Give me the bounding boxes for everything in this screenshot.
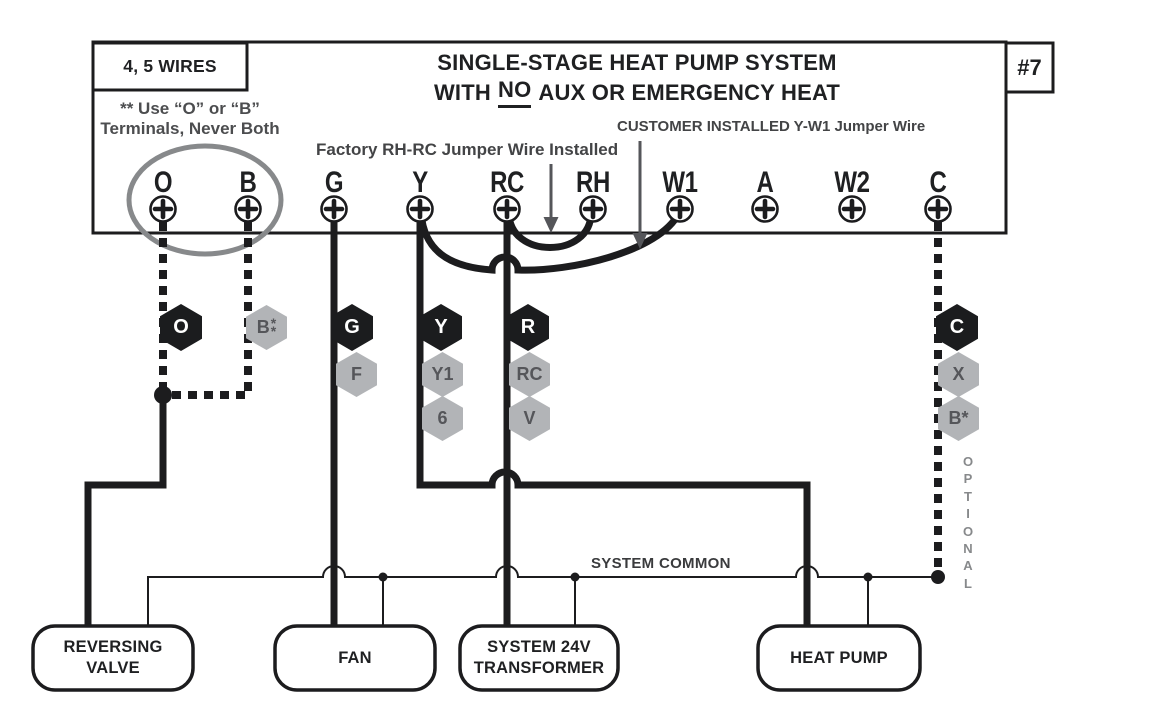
wire-ob-to-reversing-valve xyxy=(84,395,167,645)
terminal-label-o: O xyxy=(153,166,173,199)
diagram-number: #7 xyxy=(1017,54,1042,80)
wire-tag-b-letter: B xyxy=(256,317,270,337)
title-line-1: SINGLE-STAGE HEAT PUMP SYSTEM xyxy=(437,50,837,75)
terminal-label-a: A xyxy=(756,166,774,199)
jumper-rh-rc xyxy=(505,212,595,251)
diagram-number-box xyxy=(1004,41,1055,94)
system-common-line xyxy=(147,565,938,630)
title-line-2: WITH NO AUX OR EMERGENCY HEAT xyxy=(398,78,876,108)
terminal-label-b: B xyxy=(239,166,257,199)
factory-jumper-label: Factory RH-RC Jumper Wire Installed xyxy=(316,140,619,159)
screw-o xyxy=(151,197,176,222)
transformer-box xyxy=(458,624,620,692)
screw-a xyxy=(753,197,778,222)
factory-jumper-arrow xyxy=(543,164,559,233)
fan-label: FAN xyxy=(338,648,372,667)
reversing-valve-label: REVERSING VALVE xyxy=(63,638,163,677)
common-junction-heat-pump xyxy=(863,572,873,582)
diagram-title: SINGLE-STAGE HEAT PUMP SYSTEM WITH NO AU… xyxy=(398,48,876,108)
screw-rc xyxy=(495,197,520,222)
transformer-label: SYSTEM 24V TRANSFORMER xyxy=(473,638,605,677)
terminal-label-rc: RC xyxy=(490,166,524,199)
optional-label: O P T I O N A L xyxy=(962,454,974,591)
wire-count-label: 4, 5 WIRES xyxy=(123,56,217,76)
terminal-label-y: Y xyxy=(412,166,428,199)
terminal-label-c: C xyxy=(929,166,947,199)
terminal-label-g: G xyxy=(324,166,344,199)
screw-w1 xyxy=(668,197,693,222)
screw-y xyxy=(408,197,433,222)
customer-jumper-arrow xyxy=(632,141,648,249)
screw-rh xyxy=(581,197,606,222)
customer-jumper-label: CUSTOMER INSTALLED Y-W1 Jumper Wire xyxy=(617,118,926,135)
wire-count-box xyxy=(91,41,249,92)
system-common-label: SYSTEM COMMON xyxy=(591,555,731,572)
screw-c xyxy=(926,197,951,222)
use-ob-note: ** Use “O” or “B” Terminals, Never Both xyxy=(100,99,280,138)
wire-y-to-heat-pump xyxy=(416,212,811,645)
fan-box xyxy=(273,624,437,692)
terminal-label-rh: RH xyxy=(576,166,610,199)
terminal-label-w1: W1 xyxy=(662,166,698,199)
ob-highlight-ellipse xyxy=(126,143,284,257)
common-junction-fan xyxy=(378,572,388,582)
title-line2-pre: WITH xyxy=(433,80,491,105)
reversing-valve-box xyxy=(31,624,195,692)
screw-w2 xyxy=(840,197,865,222)
heat-pump-label: HEAT PUMP xyxy=(790,648,888,667)
screw-g xyxy=(322,197,347,222)
screw-b xyxy=(236,197,261,222)
title-line2-post: AUX OR EMERGENCY HEAT xyxy=(538,80,841,105)
wire-tag-b-asterisks: * * xyxy=(270,314,277,339)
terminal-label-w2: W2 xyxy=(834,166,870,199)
heat-pump-box xyxy=(756,624,922,692)
common-junction-transformer xyxy=(570,572,580,582)
jumper-y-w1 xyxy=(417,211,683,274)
title-underlined-no: NO xyxy=(497,78,532,108)
